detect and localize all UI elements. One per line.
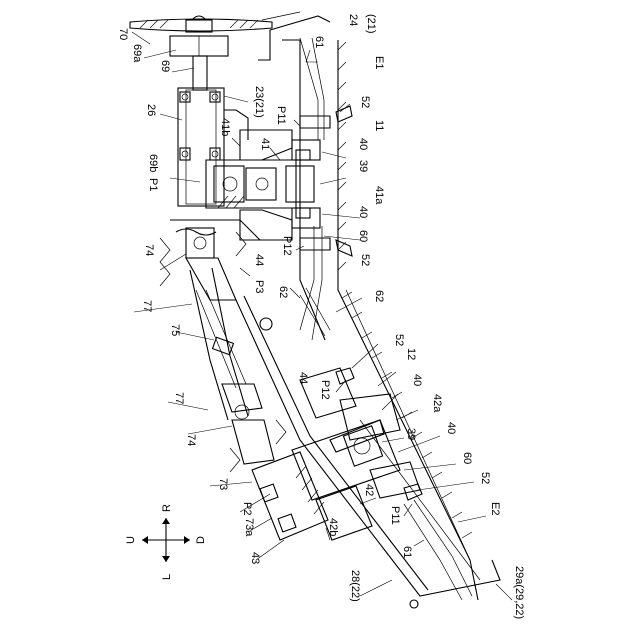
label-24: 24 bbox=[347, 14, 359, 26]
label-44a: 44 bbox=[253, 254, 265, 266]
label-60b: 60 bbox=[461, 452, 473, 464]
label-42a: 42a bbox=[431, 394, 443, 413]
label-77b: 77 bbox=[173, 392, 185, 404]
label-62b: 62 bbox=[373, 290, 385, 302]
label-75: 75 bbox=[169, 324, 181, 336]
label-41b: 41b bbox=[219, 118, 231, 136]
label-52a: 52 bbox=[359, 96, 371, 108]
pedal-arms-bottom bbox=[236, 296, 500, 608]
label-29a: 29a(29,22) bbox=[513, 566, 525, 619]
steering-wheel bbox=[130, 16, 272, 56]
label-42: 42 bbox=[363, 484, 375, 496]
label-52b: 52 bbox=[359, 254, 371, 266]
label-70: 70 bbox=[117, 28, 129, 40]
direction-legend: U D R L bbox=[125, 504, 207, 580]
label-P11a: P11 bbox=[275, 106, 287, 125]
label-77a: 77 bbox=[141, 300, 153, 312]
label-39a: 39 bbox=[357, 160, 369, 172]
label-40d: 40 bbox=[445, 422, 457, 434]
label-P12b: P12 bbox=[319, 380, 331, 400]
legend-left: L bbox=[161, 574, 173, 580]
label-61b: 61 bbox=[401, 546, 413, 558]
label-P2: P2 bbox=[241, 502, 253, 515]
dash-panel bbox=[258, 12, 330, 340]
label-74b: 74 bbox=[185, 434, 197, 446]
label-43: 43 bbox=[249, 552, 261, 564]
label-E1: E1 bbox=[373, 56, 385, 69]
label-41: 41 bbox=[259, 138, 271, 150]
pedal-arms-top bbox=[300, 38, 330, 340]
label-74a: 74 bbox=[143, 244, 155, 256]
label-E2: E2 bbox=[489, 502, 501, 515]
label-40b: 40 bbox=[357, 206, 369, 218]
label-40c: 40 bbox=[411, 374, 423, 386]
upper-column bbox=[178, 56, 248, 206]
label-12: 12 bbox=[405, 348, 417, 360]
label-P12a: P12 bbox=[281, 236, 293, 256]
label-P11b: P11 bbox=[389, 506, 401, 525]
label-44b: 44 bbox=[297, 372, 309, 384]
label-73a: 73a bbox=[243, 518, 255, 537]
label-62a: 62 bbox=[277, 286, 289, 298]
label-28: 28(22) bbox=[349, 570, 361, 602]
label-40a: 40 bbox=[357, 138, 369, 150]
label-41a: 41a bbox=[373, 186, 385, 205]
label-69a: 69a bbox=[131, 44, 143, 63]
label-26: 26 bbox=[145, 104, 157, 116]
label-P3: P3 bbox=[253, 280, 265, 293]
legend-down: D bbox=[195, 536, 207, 544]
label-60a: 60 bbox=[357, 230, 369, 242]
label-52d: 52 bbox=[479, 472, 491, 484]
label-39b: 39 bbox=[405, 428, 417, 440]
label-P1: P1 bbox=[147, 178, 159, 191]
label-52c: 52 bbox=[393, 334, 405, 346]
label-23: 23(21) bbox=[253, 86, 265, 118]
label-11: 11 bbox=[373, 120, 385, 131]
bolts bbox=[336, 106, 422, 500]
label-21a: (21) bbox=[365, 14, 377, 34]
label-69: 69 bbox=[159, 60, 171, 72]
legend-up: U bbox=[125, 536, 137, 544]
legend-right: R bbox=[161, 504, 173, 512]
label-42b: 42b bbox=[327, 518, 339, 536]
label-61a: 61 bbox=[313, 36, 325, 48]
label-69b: 69b bbox=[147, 154, 159, 172]
label-73: 73 bbox=[217, 478, 229, 490]
